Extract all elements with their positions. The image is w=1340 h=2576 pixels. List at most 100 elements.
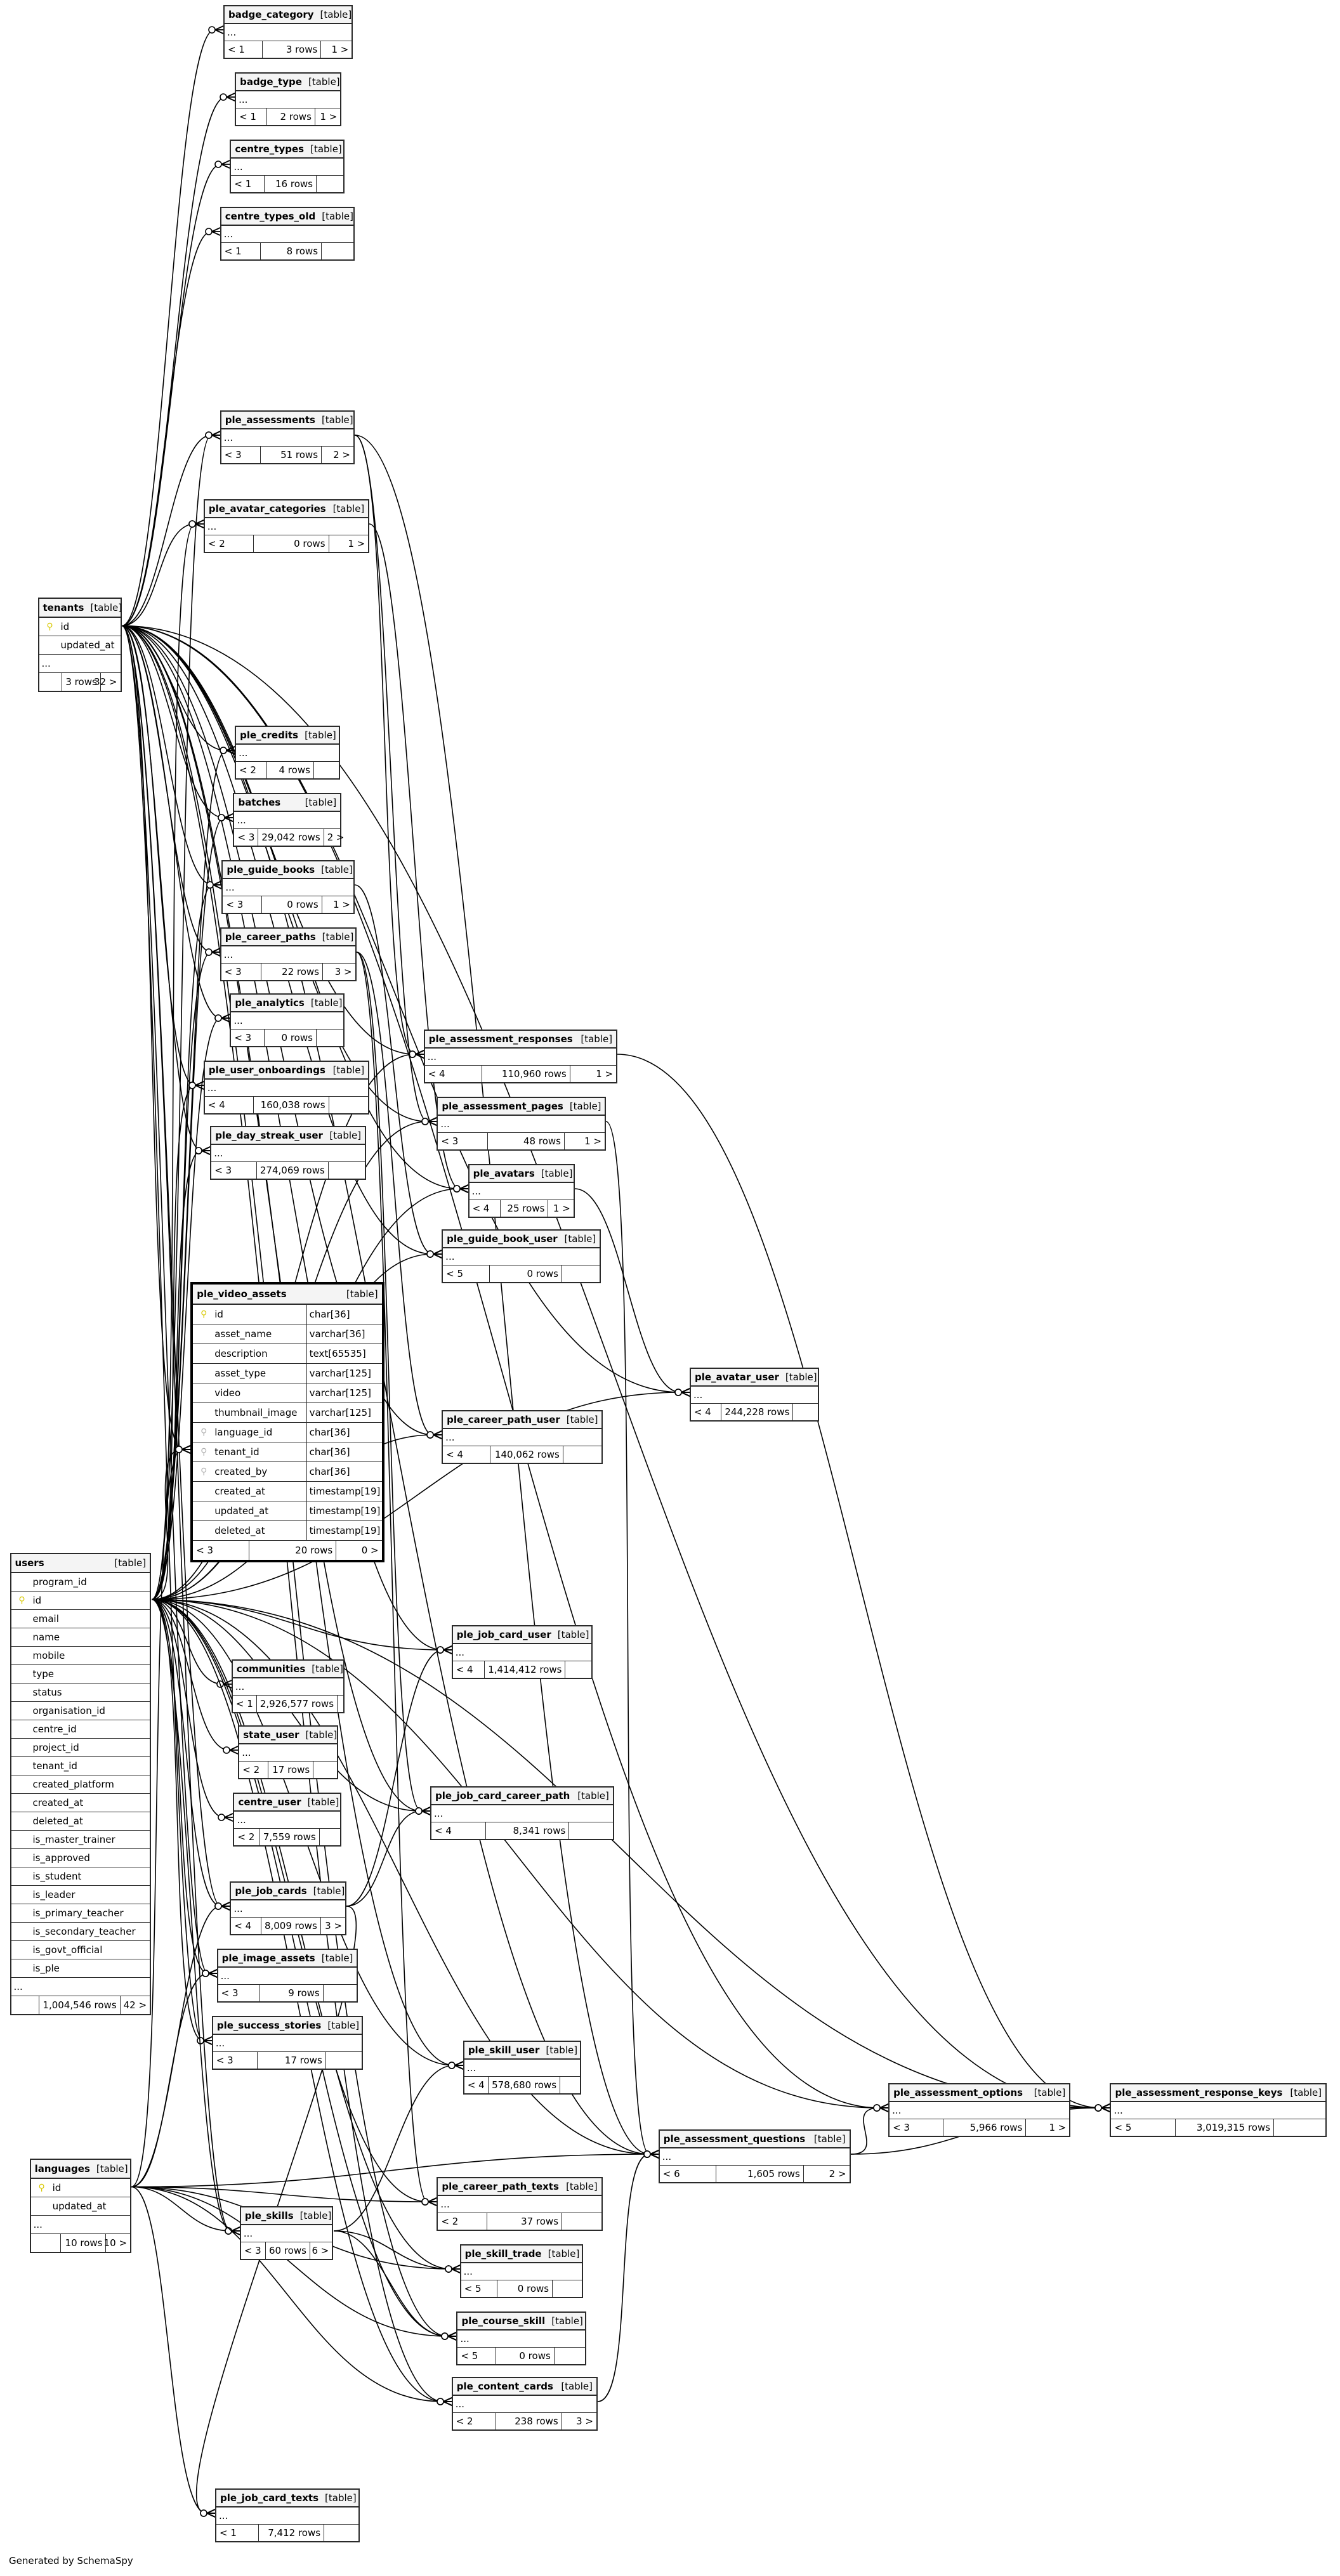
parents-count[interactable]: [39, 673, 63, 691]
table-name[interactable]: ple_assessment_pages: [442, 1100, 563, 1112]
more-columns-row[interactable]: ...: [443, 1248, 600, 1266]
column-row[interactable]: program_id: [11, 1573, 150, 1592]
children-count[interactable]: [562, 1265, 600, 1282]
children-count[interactable]: 1 >: [553, 1202, 570, 1214]
more-columns-row[interactable]: ...: [231, 1012, 344, 1030]
children-count[interactable]: [313, 1762, 337, 1778]
more-columns-row[interactable]: ...: [223, 879, 353, 897]
column-row[interactable]: mobile: [11, 1647, 150, 1666]
parents-count[interactable]: < 2: [239, 1761, 269, 1778]
more-columns-row[interactable]: ...: [457, 2331, 585, 2348]
more-columns-row[interactable]: ...: [234, 1812, 341, 1829]
table-name[interactable]: ple_success_stories: [216, 2020, 322, 2032]
table-name[interactable]: batches: [238, 797, 281, 808]
table-name[interactable]: ple_assessments: [225, 414, 315, 426]
children-count[interactable]: [793, 1404, 818, 1420]
children-count[interactable]: 2 >: [829, 2167, 846, 2180]
table-name[interactable]: ple_job_card_user: [456, 1629, 551, 1641]
table-name[interactable]: ple_analytics: [235, 997, 305, 1009]
children-count[interactable]: 1 >: [320, 110, 338, 122]
children-count[interactable]: 2 >: [333, 449, 350, 461]
parents-count[interactable]: < 2: [234, 1829, 260, 1846]
more-columns-row[interactable]: ...: [236, 91, 341, 108]
more-columns-row[interactable]: ...: [236, 745, 339, 762]
table-name[interactable]: state_user: [243, 1729, 299, 1741]
table-name[interactable]: ple_assessment_responses: [428, 1033, 573, 1045]
table-name[interactable]: ple_job_card_career_path: [435, 1789, 570, 1801]
children-count[interactable]: [320, 1829, 341, 1845]
parents-count[interactable]: < 2: [205, 535, 254, 552]
column-row[interactable]: organisation_id: [11, 1702, 150, 1721]
more-columns-row[interactable]: ...: [39, 655, 121, 674]
more-columns-row[interactable]: ...: [438, 1116, 605, 1133]
parents-count[interactable]: < 3: [211, 1162, 257, 1179]
table-ple-assessment-response-keys[interactable]: ple_assessment_response_keys[table]...< …: [1110, 2083, 1327, 2138]
column-row[interactable]: is_secondary_teacher: [11, 1923, 150, 1942]
column-row[interactable]: type: [11, 1665, 150, 1684]
children-count[interactable]: [329, 1097, 369, 1113]
children-count[interactable]: [338, 1696, 344, 1712]
column-row[interactable]: is_primary_teacher: [11, 1904, 150, 1923]
more-columns-row[interactable]: ...: [438, 2196, 601, 2213]
parents-count[interactable]: < 1: [221, 243, 261, 260]
children-count[interactable]: [553, 2280, 582, 2297]
parents-count[interactable]: < 1: [236, 108, 268, 125]
parents-count[interactable]: < 3: [221, 447, 261, 463]
table-name[interactable]: ple_avatar_user: [694, 1371, 779, 1383]
children-count[interactable]: [562, 2213, 601, 2230]
column-row[interactable]: updated_at: [39, 636, 121, 655]
column-row[interactable]: ⚲id: [39, 618, 121, 637]
table-name[interactable]: ple_video_assets: [197, 1288, 287, 1300]
more-columns-row[interactable]: ...: [11, 1978, 150, 1997]
parents-count[interactable]: < 4: [205, 1096, 254, 1113]
children-count[interactable]: [569, 1822, 613, 1839]
parents-count[interactable]: < 1: [233, 1696, 257, 1713]
more-columns-row[interactable]: ...: [240, 2225, 332, 2243]
parents-count[interactable]: < 3: [218, 1984, 260, 2001]
children-count[interactable]: 1 >: [333, 899, 350, 911]
table-name[interactable]: tenants: [43, 602, 84, 614]
table-name[interactable]: ple_credits: [240, 729, 299, 741]
column-row[interactable]: tenant_id: [11, 1757, 150, 1776]
column-row[interactable]: updated_at: [30, 2197, 131, 2216]
table-name[interactable]: ple_career_path_user: [447, 1414, 560, 1426]
table-name[interactable]: ple_user_onboardings: [208, 1064, 325, 1076]
more-columns-row[interactable]: ...: [204, 1080, 369, 1097]
parents-count[interactable]: < 4: [231, 1917, 261, 1934]
table-name[interactable]: ple_assessment_options: [893, 2087, 1023, 2099]
children-count[interactable]: [560, 2077, 580, 2093]
children-count[interactable]: [326, 2052, 362, 2069]
children-count[interactable]: [329, 1162, 365, 1179]
more-columns-row[interactable]: ...: [221, 429, 353, 447]
table-name[interactable]: languages: [34, 2163, 90, 2175]
children-count[interactable]: [324, 1985, 357, 2001]
parents-count[interactable]: < 3: [231, 1029, 265, 1046]
more-columns-row[interactable]: ...: [221, 946, 355, 964]
more-columns-row[interactable]: ...: [239, 1744, 338, 1762]
table-name[interactable]: ple_day_streak_user: [215, 1130, 323, 1142]
table-name[interactable]: ple_assessment_questions: [663, 2133, 806, 2145]
table-name[interactable]: ple_job_card_texts: [220, 2492, 319, 2504]
more-columns-row[interactable]: ...: [231, 159, 344, 176]
table-name[interactable]: ple_assessment_response_keys: [1115, 2087, 1283, 2099]
parents-count[interactable]: < 3: [241, 2242, 266, 2259]
children-count[interactable]: [324, 2525, 358, 2541]
